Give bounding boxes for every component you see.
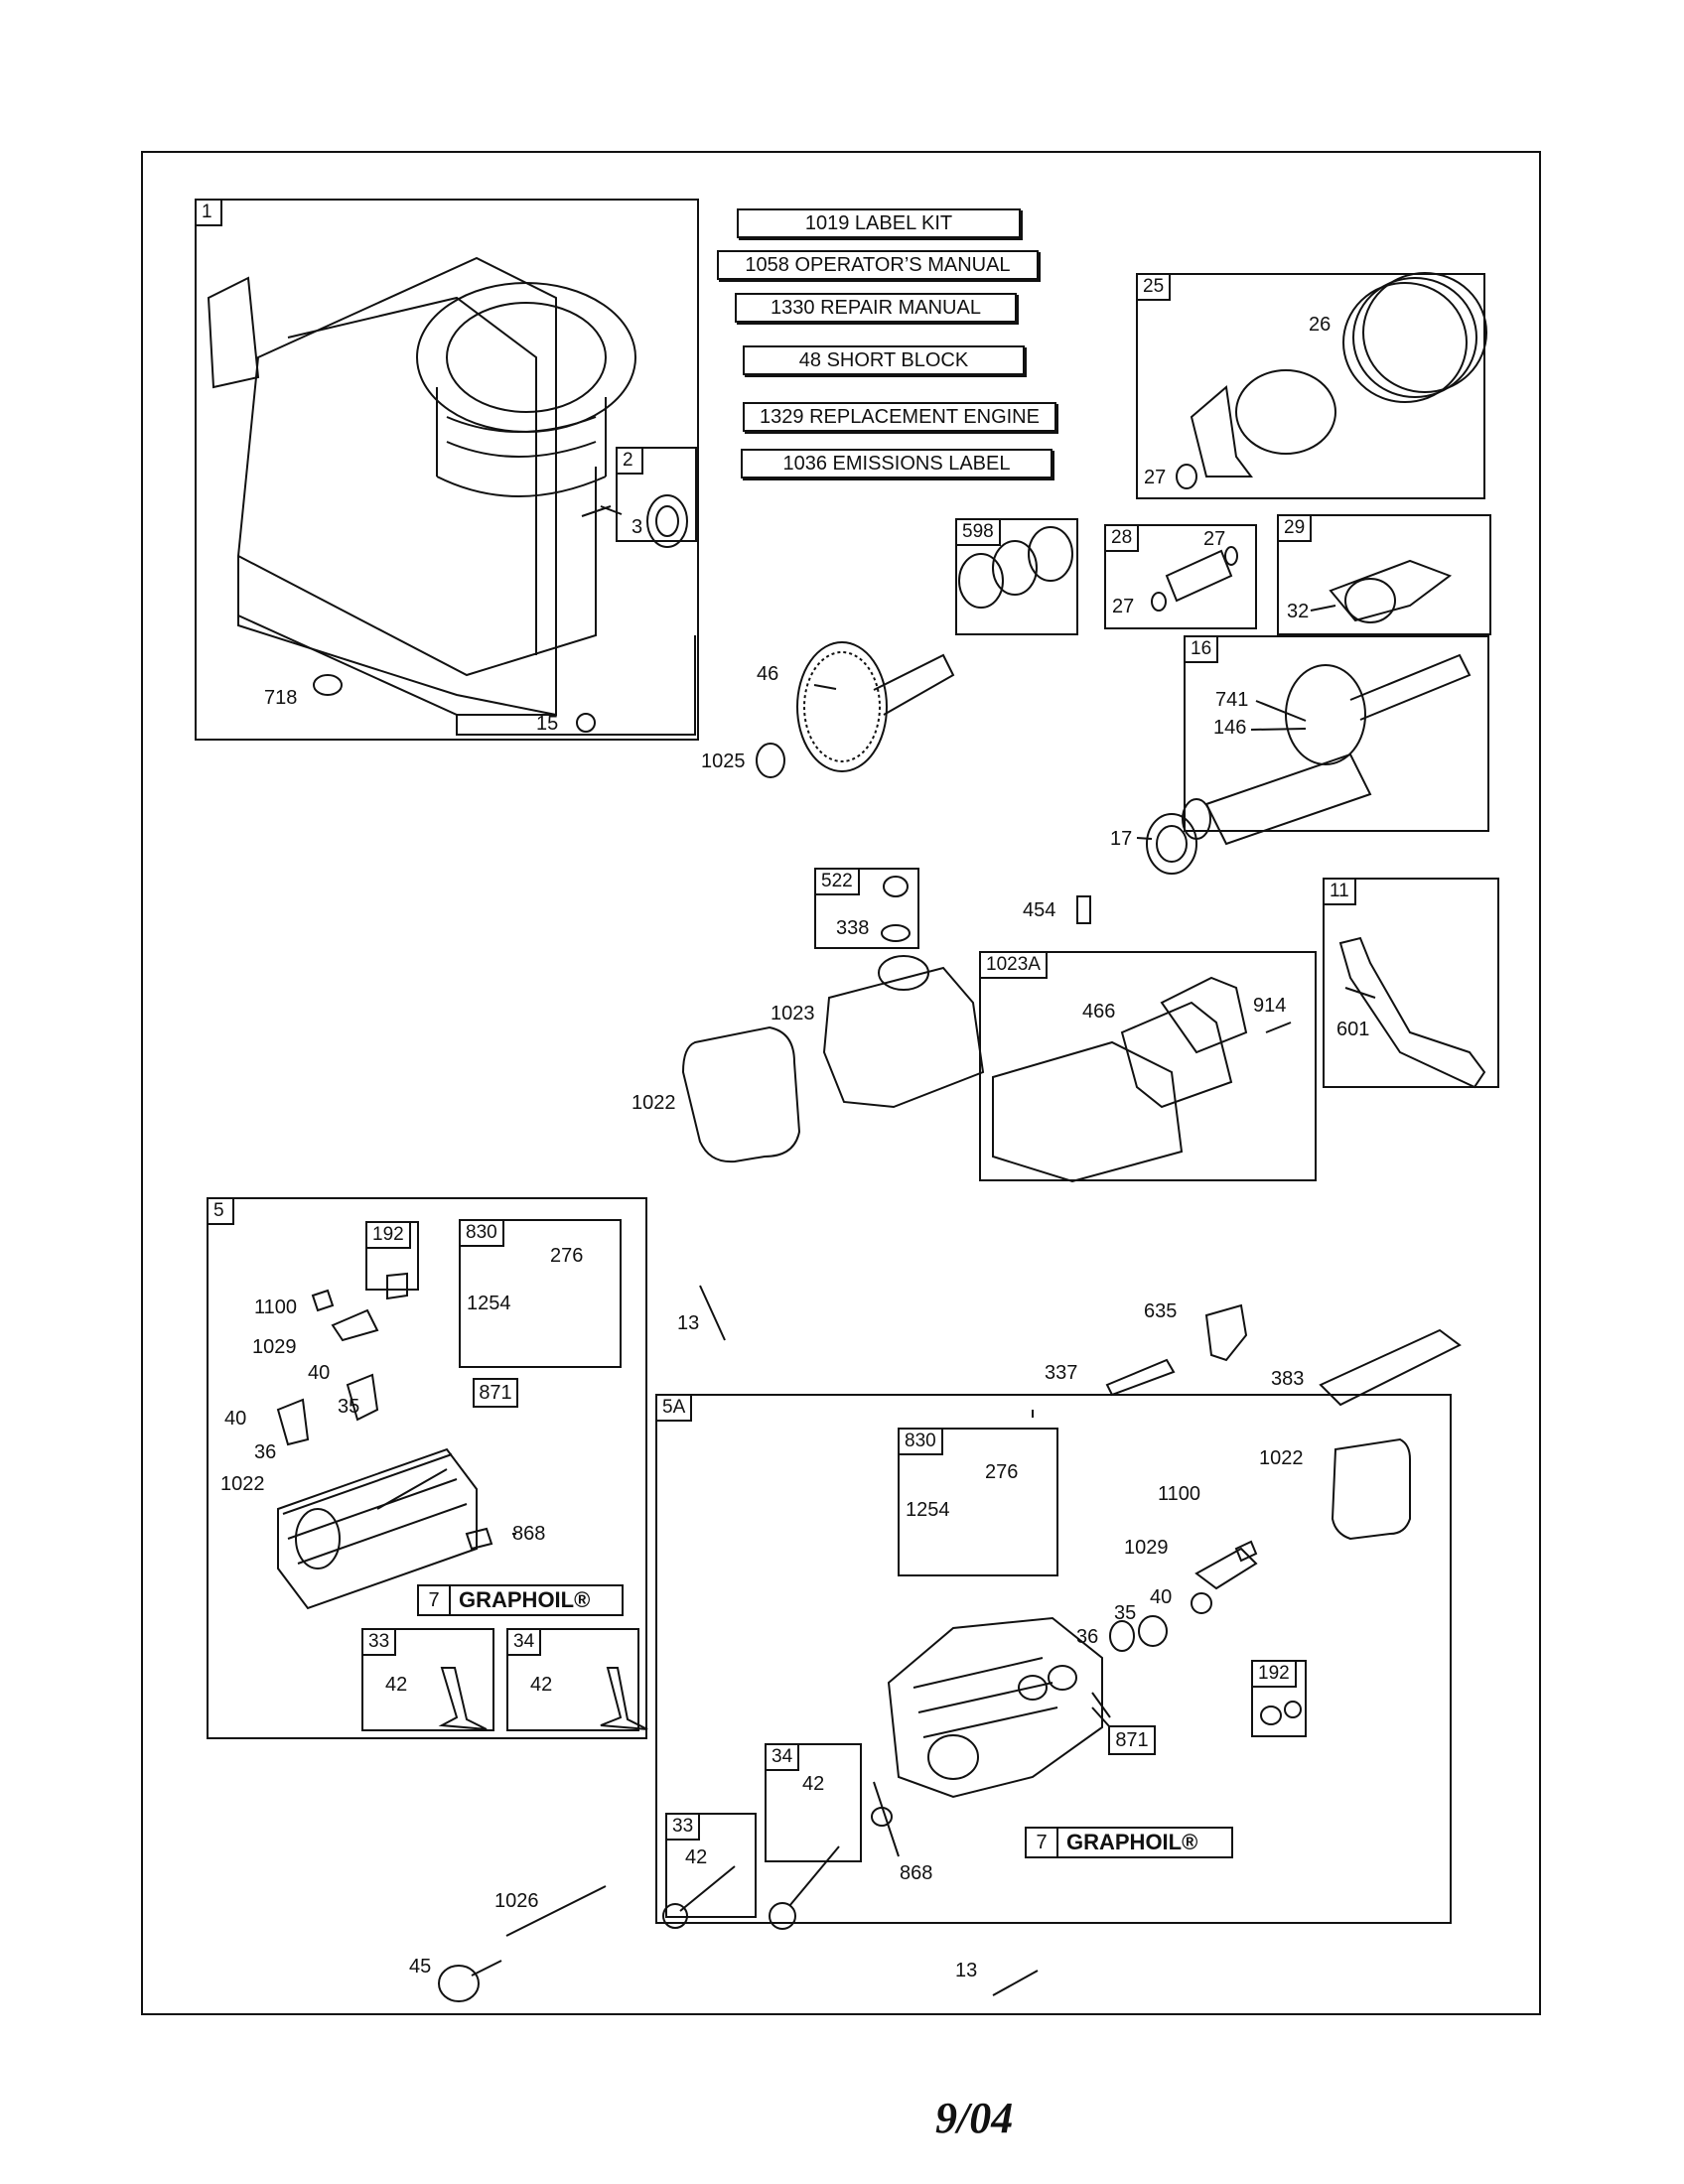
callout-13-upper: 13 [677, 1312, 700, 1334]
group-1023a: 1023A [979, 951, 1317, 1181]
callout-276-left: 276 [550, 1245, 584, 1267]
callout-3: 3 [632, 516, 643, 538]
callout-868-left: 868 [512, 1523, 546, 1545]
callout-13-lower: 13 [955, 1960, 978, 1981]
callout-718: 718 [264, 687, 298, 709]
callout-1022-right: 1022 [1259, 1447, 1304, 1469]
group-34-left: 34 [506, 1628, 639, 1731]
callout-40-lower: 40 [224, 1408, 247, 1430]
callout-42-right-33: 42 [685, 1846, 708, 1868]
group-29: 29 [1277, 514, 1491, 635]
ref-replacement-engine: 1329 REPLACEMENT ENGINE [743, 402, 1056, 432]
callout-741: 741 [1215, 689, 1249, 711]
callout-1100-right: 1100 [1158, 1483, 1201, 1505]
group-830-right: 830 [898, 1428, 1058, 1576]
callout-27-pin-top: 27 [1203, 528, 1226, 550]
ref-repair-manual: 1330 REPAIR MANUAL [735, 293, 1017, 323]
group-28: 28 [1104, 524, 1257, 629]
group-522: 522 [814, 868, 919, 949]
page-footer-date: 9/04 [935, 2094, 1014, 2142]
callout-27-piston: 27 [1144, 467, 1167, 488]
callout-36-right: 36 [1076, 1626, 1099, 1648]
group-11: 11 [1323, 878, 1499, 1088]
callout-45: 45 [409, 1956, 432, 1978]
group-598: 598 [955, 518, 1078, 635]
callout-1026: 1026 [494, 1890, 539, 1912]
callout-1022-left: 1022 [220, 1473, 265, 1495]
part-871-left: 871 [473, 1378, 518, 1408]
callout-146: 146 [1213, 717, 1247, 739]
callout-17: 17 [1110, 828, 1133, 850]
group-25: 25 [1136, 273, 1485, 499]
callout-276-right: 276 [985, 1461, 1019, 1483]
callout-27-pin-left: 27 [1112, 596, 1135, 617]
group-16: 16 [1184, 635, 1489, 832]
callout-40-right: 40 [1150, 1586, 1173, 1608]
ref-label-kit: 1019 LABEL KIT [737, 208, 1021, 238]
callout-454: 454 [1023, 899, 1056, 921]
ref-operators-manual: 1058 OPERATOR’S MANUAL [717, 250, 1039, 280]
callout-42-right-34: 42 [802, 1773, 825, 1795]
callout-46: 46 [757, 663, 779, 685]
callout-35-right: 35 [1114, 1602, 1137, 1624]
callout-1022-top: 1022 [632, 1092, 676, 1114]
callout-1029-right: 1029 [1124, 1537, 1169, 1559]
callout-383: 383 [1271, 1368, 1305, 1390]
part-871-right: 871 [1108, 1725, 1156, 1755]
callout-914: 914 [1253, 995, 1287, 1017]
callout-36-left: 36 [254, 1441, 277, 1463]
callout-1023: 1023 [771, 1003, 815, 1024]
callout-42-left-34: 42 [530, 1674, 553, 1696]
callout-1254-left: 1254 [467, 1293, 511, 1314]
group-33-left: 33 [361, 1628, 494, 1731]
callout-1100-left: 1100 [254, 1297, 298, 1318]
group-34-right: 34 [765, 1743, 862, 1862]
crankcase-drawing [207, 256, 696, 736]
callout-26: 26 [1309, 314, 1332, 336]
callout-32: 32 [1287, 601, 1310, 622]
group-192-right: 192 [1251, 1660, 1307, 1737]
group-1: 1 [195, 199, 699, 741]
group-5a: 5A [655, 1394, 1452, 1924]
callout-635: 635 [1144, 1300, 1178, 1322]
group-33-right: 33 [665, 1813, 757, 1918]
group-192-left: 192 [365, 1221, 419, 1291]
callout-338: 338 [836, 917, 870, 939]
callout-35-left: 35 [338, 1396, 360, 1418]
callout-466: 466 [1082, 1001, 1116, 1023]
group-5: 5 [207, 1197, 647, 1739]
callout-1025: 1025 [701, 751, 746, 772]
callout-15: 15 [536, 713, 559, 735]
callout-868-right: 868 [900, 1862, 933, 1884]
diagram-frame [141, 151, 1541, 2015]
group-2: 2 [616, 447, 697, 542]
callout-40-upper: 40 [308, 1362, 331, 1384]
group-830-left: 830 [459, 1219, 622, 1368]
callout-1029-left: 1029 [252, 1336, 297, 1358]
callout-1254-right: 1254 [906, 1499, 950, 1521]
callout-337: 337 [1045, 1362, 1078, 1384]
callout-601: 601 [1336, 1019, 1370, 1040]
ref-emissions-label: 1036 EMISSIONS LABEL [741, 449, 1052, 478]
callout-42-left-33: 42 [385, 1674, 408, 1696]
ref-short-block: 48 SHORT BLOCK [743, 345, 1025, 375]
